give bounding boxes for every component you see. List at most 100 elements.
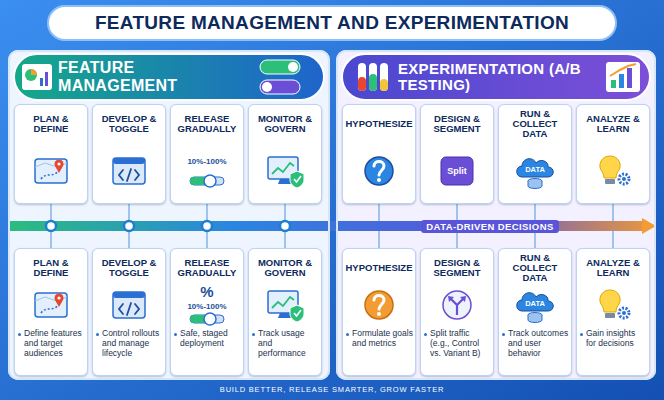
icon-label: DATA	[499, 165, 571, 174]
bullet-dot	[502, 333, 505, 336]
step-card: HYPOTHESIZEFormulate goals and metrics	[342, 248, 416, 376]
title-banner	[48, 6, 616, 40]
decor-rect	[260, 80, 300, 94]
decor-rect	[606, 62, 640, 92]
bullet-item: Control rollouts and manage lifecycle	[96, 329, 163, 358]
decor-line	[378, 204, 380, 221]
step-icon	[359, 151, 399, 191]
decor-rect	[380, 63, 388, 91]
decor-rect	[369, 63, 377, 91]
step-icon-art	[517, 159, 554, 189]
decor-line	[128, 231, 130, 248]
decor-line	[50, 231, 52, 248]
decor-circle	[124, 221, 134, 231]
chart-icon	[606, 62, 640, 92]
step-icon-art	[600, 156, 629, 184]
section-heading: EXPERIMENTATION (A/B TESTING)	[398, 61, 598, 94]
step-icon	[109, 151, 149, 191]
step-heading: DEVELOP & TOGGLE	[95, 258, 163, 278]
step-icon	[109, 285, 149, 325]
icon-label: %	[171, 283, 243, 301]
step-icon	[187, 161, 227, 201]
decor-line	[284, 231, 286, 248]
bullet-item: Safe, staged deployment	[174, 329, 241, 349]
step-heading: MONITOR & GOVERN	[251, 114, 319, 134]
bullet-dot	[580, 333, 583, 336]
bullet-text: Gain insights for decisions	[586, 328, 635, 348]
step-icon-art	[190, 175, 224, 187]
decor-rect	[619, 74, 624, 88]
decor-rect	[369, 74, 377, 91]
step-card: PLAN & DEFINE	[14, 104, 88, 204]
decor-line	[284, 204, 286, 221]
step-icon	[265, 285, 305, 325]
step-heading: ANALYZE & LEARN	[579, 114, 647, 134]
step-icon	[31, 285, 71, 325]
decor-line	[456, 231, 458, 248]
step-icon-art	[268, 157, 304, 188]
decor-circle	[262, 82, 272, 92]
bullet-item: Track outcomes and user behavior	[502, 329, 569, 358]
step-heading: RELEASE GRADUALLY	[173, 114, 241, 134]
bullet-item: Formulate goals and metrics	[346, 329, 413, 349]
step-icon	[31, 151, 71, 191]
footer-slogan: BUILD BETTER, RELEASE SMARTER, GROW FAST…	[0, 385, 664, 394]
decor-rect	[358, 77, 366, 91]
step-icon-art	[113, 158, 145, 184]
step-heading: RUN & COLLECT DATA	[501, 253, 569, 283]
bullet-text: Track usage and performance	[258, 328, 306, 358]
bullet-item: Split traffic (e.g., Control vs. Variant…	[424, 329, 491, 358]
bullet-item: Track usage and performance	[252, 329, 319, 358]
bullet-dot	[252, 333, 255, 336]
step-icon-art	[268, 291, 304, 322]
decor-rect	[611, 80, 616, 88]
bullet-dot	[96, 333, 99, 336]
step-heading: HYPOTHESIZE	[345, 119, 413, 129]
decor-circle	[46, 221, 56, 231]
step-icon	[593, 151, 633, 191]
decor-rect	[358, 63, 366, 91]
icon-label: DATA	[499, 299, 571, 308]
decor-rect	[45, 72, 48, 86]
decor-path	[31, 69, 37, 75]
arrow-label: DATA-DRIVEN DECISIONS	[421, 220, 558, 233]
decor-circle	[202, 221, 212, 231]
header-pill	[14, 54, 324, 100]
icon-label: 10%-100%	[171, 157, 243, 167]
step-icon-art	[600, 290, 629, 318]
step-card: HYPOTHESIZE	[342, 104, 416, 204]
step-heading: MONITOR & GOVERN	[251, 258, 319, 278]
section-panel: FEATURE MANAGEMENT PLAN & DEFINE DEVELOP &…	[8, 50, 330, 380]
step-icon-art	[517, 293, 554, 323]
decor-line	[612, 204, 614, 221]
panel-fill	[336, 50, 656, 380]
step-card: RUN & COLLECT DATADATA	[498, 104, 572, 204]
section-heading: FEATURE MANAGEMENT	[58, 59, 244, 94]
step-card: DEVELOP & TOGGLE	[92, 104, 166, 204]
step-icon-art	[113, 292, 145, 318]
step-card: MONITOR & GOVERN	[248, 104, 322, 204]
step-heading: DESIGN & SEGMENT	[423, 114, 491, 134]
decor-rect	[380, 79, 388, 91]
header-pill	[342, 54, 650, 100]
step-card: ANALYZE & LEARNGain insights for decisio…	[576, 248, 650, 376]
step-icon	[359, 285, 399, 325]
step-icon-art	[443, 291, 471, 319]
icon-label: 10%-100%	[171, 302, 243, 312]
decor-circle	[280, 221, 290, 231]
decor-path	[610, 64, 636, 76]
decor-line	[456, 204, 458, 221]
bullet-item: Define features and target audiences	[18, 329, 85, 358]
bullet-text: Define features and target audiences	[24, 328, 82, 358]
step-icon-art	[35, 293, 67, 317]
step-heading: PLAN & DEFINE	[17, 114, 85, 134]
test-tubes-icon	[358, 63, 388, 91]
decor-rect	[260, 60, 300, 74]
decor-circle	[25, 69, 37, 81]
decor-rect	[627, 68, 632, 88]
icon-label: Split	[421, 166, 493, 177]
step-card: RELEASE GRADUALLY%10%-100%Safe, staged d…	[170, 248, 244, 376]
